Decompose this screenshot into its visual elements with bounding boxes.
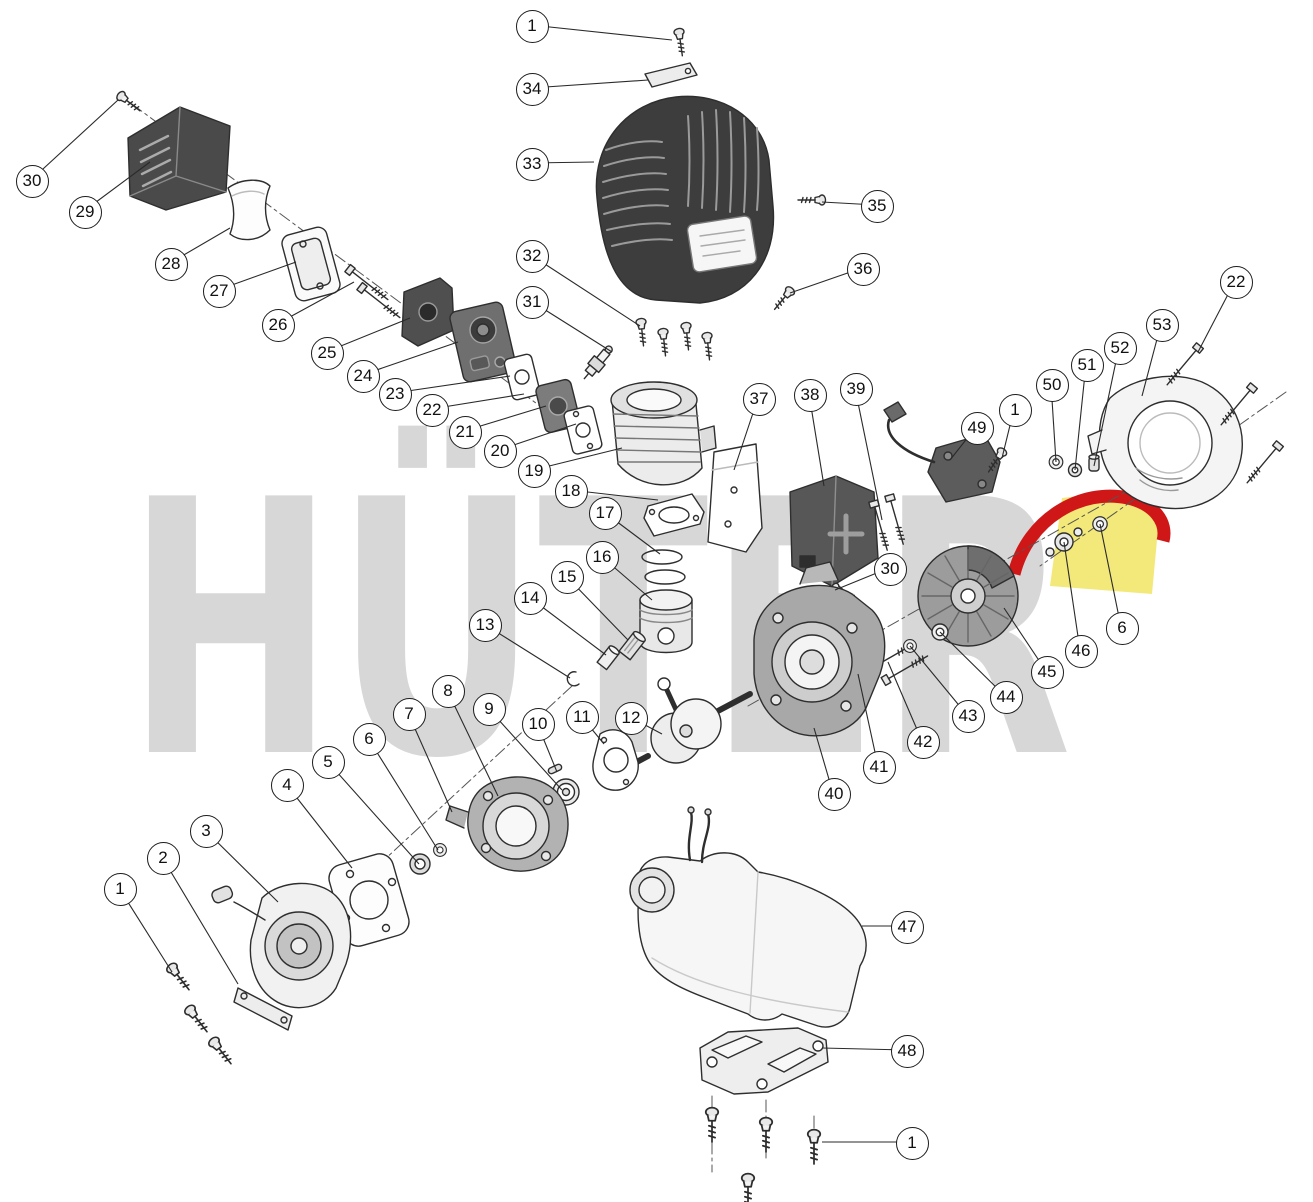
callout-37: 37 bbox=[742, 382, 776, 416]
callout-44: 44 bbox=[989, 680, 1023, 714]
callout-32: 32 bbox=[515, 239, 549, 273]
callout-53: 53 bbox=[1145, 308, 1179, 342]
callout-17: 17 bbox=[588, 496, 622, 530]
callout-8: 8 bbox=[431, 674, 465, 708]
callout-11: 11 bbox=[565, 700, 599, 734]
callout-48: 48 bbox=[890, 1034, 924, 1068]
part-filter-base-plate bbox=[281, 226, 341, 302]
callout-1: 1 bbox=[998, 393, 1032, 427]
callout-3: 3 bbox=[189, 814, 223, 848]
part-air-filter-element bbox=[227, 179, 271, 241]
callout-15: 15 bbox=[550, 560, 584, 594]
callout-30: 30 bbox=[15, 164, 49, 198]
callout-10: 10 bbox=[521, 707, 555, 741]
callout-18: 18 bbox=[554, 474, 588, 508]
callout-13: 13 bbox=[468, 608, 502, 642]
callout-41: 41 bbox=[862, 750, 896, 784]
part-tank-bracket bbox=[699, 1027, 829, 1095]
callout-33: 33 bbox=[515, 147, 549, 181]
callout-6: 6 bbox=[352, 722, 386, 756]
part-carburetor bbox=[449, 301, 517, 383]
part-piston-pin bbox=[596, 645, 620, 671]
callout-36: 36 bbox=[846, 252, 880, 286]
callout-5: 5 bbox=[311, 745, 345, 779]
part-crankcase-gasket bbox=[592, 729, 639, 791]
callout-43: 43 bbox=[951, 699, 985, 733]
part-crankcase bbox=[753, 561, 886, 737]
callout-4: 4 bbox=[270, 768, 304, 802]
callout-34: 34 bbox=[515, 72, 549, 106]
part-engine-shroud bbox=[595, 95, 775, 304]
callout-27: 27 bbox=[202, 274, 236, 308]
part-carb-gasket bbox=[503, 353, 541, 401]
callout-26: 26 bbox=[261, 308, 295, 342]
part-cylinder-base-gasket bbox=[643, 493, 705, 537]
part-flywheel bbox=[917, 545, 1019, 647]
callout-2: 2 bbox=[146, 841, 180, 875]
callout-40: 40 bbox=[817, 777, 851, 811]
callout-1: 1 bbox=[895, 1126, 929, 1160]
callout-47: 47 bbox=[890, 910, 924, 944]
part-ignition-coil bbox=[883, 401, 1001, 503]
part-woodruff-key bbox=[547, 763, 563, 775]
callout-28: 28 bbox=[154, 247, 188, 281]
callout-39: 39 bbox=[839, 372, 873, 406]
part-cover-plate bbox=[644, 62, 698, 88]
callout-6: 6 bbox=[1105, 611, 1139, 645]
part-intake-gasket bbox=[563, 405, 603, 455]
callout-30: 30 bbox=[873, 552, 907, 586]
callout-25: 25 bbox=[310, 336, 344, 370]
part-crankshaft bbox=[615, 677, 753, 775]
callout-1: 1 bbox=[515, 9, 549, 43]
part-spark-plug bbox=[583, 345, 613, 380]
callout-35: 35 bbox=[860, 189, 894, 223]
callout-9: 9 bbox=[472, 692, 506, 726]
callout-16: 16 bbox=[585, 540, 619, 574]
callout-38: 38 bbox=[793, 378, 827, 412]
part-needle-bearing bbox=[618, 630, 646, 661]
callout-29: 29 bbox=[68, 195, 102, 229]
part-piston-rings bbox=[641, 549, 686, 585]
callout-19: 19 bbox=[517, 454, 551, 488]
callout-7: 7 bbox=[392, 697, 426, 731]
callout-52: 52 bbox=[1103, 331, 1137, 365]
part-fuel-tank bbox=[629, 806, 867, 1028]
part-starter-pawl-plate bbox=[233, 987, 293, 1031]
part-cylinder bbox=[610, 381, 717, 486]
callout-23: 23 bbox=[378, 377, 412, 411]
part-air-filter-cover bbox=[127, 106, 231, 211]
part-fan-cover bbox=[1087, 375, 1243, 510]
callout-24: 24 bbox=[346, 359, 380, 393]
part-crankcase-half bbox=[445, 776, 569, 872]
part-recoil-starter bbox=[211, 882, 352, 1009]
callout-46: 46 bbox=[1064, 634, 1098, 668]
callout-45: 45 bbox=[1030, 655, 1064, 689]
callout-31: 31 bbox=[515, 285, 549, 319]
callout-51: 51 bbox=[1070, 348, 1104, 382]
callout-49: 49 bbox=[960, 411, 994, 445]
callout-21: 21 bbox=[448, 415, 482, 449]
callout-14: 14 bbox=[513, 581, 547, 615]
callout-1: 1 bbox=[103, 872, 137, 906]
callout-22: 22 bbox=[1219, 265, 1253, 299]
callout-12: 12 bbox=[614, 701, 648, 735]
part-piston bbox=[639, 589, 693, 654]
callout-22: 22 bbox=[415, 393, 449, 427]
callout-42: 42 bbox=[906, 725, 940, 759]
callout-20: 20 bbox=[483, 434, 517, 468]
part-pin-clip bbox=[566, 671, 580, 687]
callout-50: 50 bbox=[1035, 368, 1069, 402]
part-heat-shield bbox=[707, 443, 763, 553]
